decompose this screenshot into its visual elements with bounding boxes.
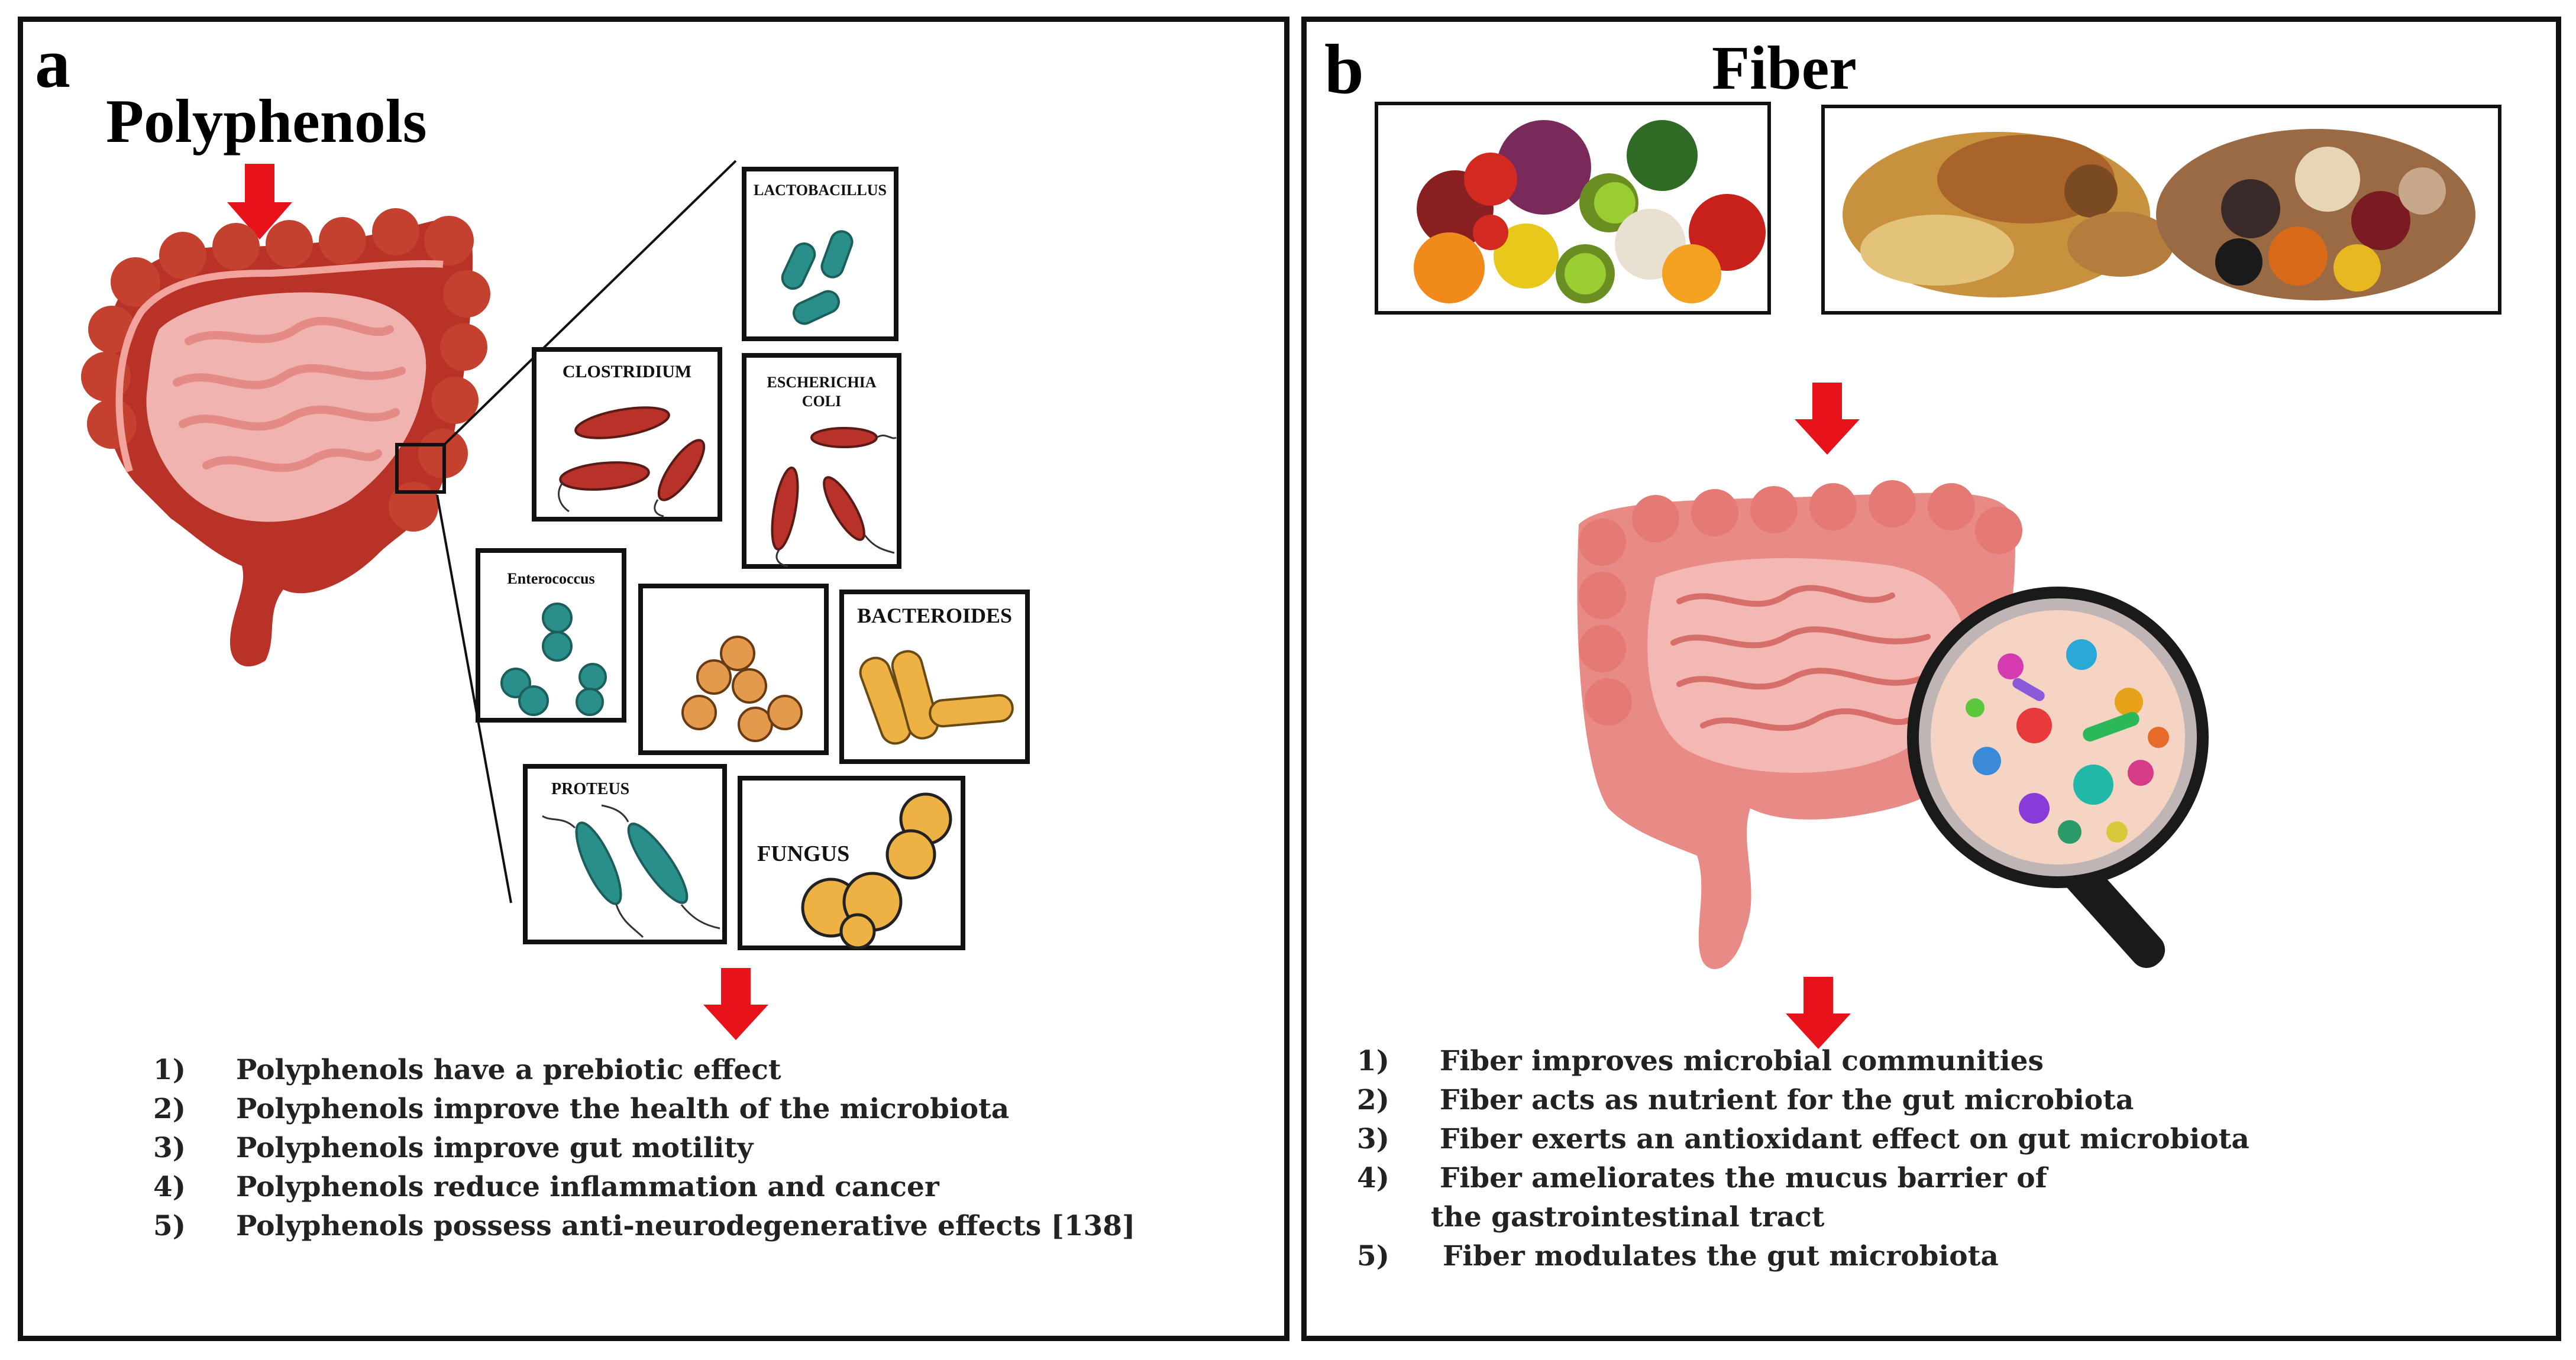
panel-polyphenols: a Polyphenols bbox=[18, 17, 1289, 1341]
bacteroides-icon bbox=[859, 650, 1014, 745]
box-proteus: PROTEUS bbox=[523, 764, 727, 944]
escherichia-coli-icon bbox=[771, 427, 897, 568]
label-bacteroides: BACTEROIDES bbox=[856, 604, 1013, 627]
grains-icon bbox=[1843, 129, 2475, 300]
label-enterococcus: Enterococcus bbox=[507, 570, 595, 587]
polyphenols-title: Polyphenols bbox=[106, 86, 427, 156]
box-bacteroides: BACTEROIDES bbox=[839, 590, 1030, 764]
down-arrow-icon bbox=[703, 968, 768, 1040]
fungus-icon bbox=[801, 792, 952, 950]
box-clostridium: CLOSTRIDIUM bbox=[532, 347, 722, 522]
box-lactobacillus: LACTOBACILLUS bbox=[742, 167, 898, 341]
down-arrow-icon bbox=[1795, 383, 1860, 455]
panel-letter-a: a bbox=[35, 24, 70, 102]
fruits-vegetables-image bbox=[1375, 102, 1771, 315]
down-arrow-icon bbox=[1786, 977, 1851, 1049]
zoom-lines bbox=[436, 160, 737, 904]
label-fungus: FUNGUS bbox=[757, 841, 850, 866]
down-arrow-icon bbox=[227, 164, 292, 239]
grains-legumes-image bbox=[1821, 105, 2501, 315]
panel-fiber: b Fiber bbox=[1301, 17, 2561, 1341]
intestine-magnifier-illustration bbox=[1577, 480, 2209, 969]
fiber-title: Fiber bbox=[1712, 33, 1857, 102]
label-proteus: PROTEUS bbox=[551, 780, 630, 798]
lactobacillus-icon bbox=[781, 230, 854, 325]
panel-letter-b: b bbox=[1324, 30, 1364, 108]
box-enterococcus: Enterococcus bbox=[476, 548, 626, 723]
label-clostridium: CLOSTRIDIUM bbox=[562, 362, 692, 381]
staphylococus-icon bbox=[681, 636, 803, 742]
label-lactobacillus: LACTOBACILLUS bbox=[754, 182, 887, 199]
clostridium-icon bbox=[558, 406, 706, 517]
box-staphylococus bbox=[638, 584, 829, 755]
intestine-illustration bbox=[81, 208, 490, 666]
box-escherichia-coli: ESCHERICHIA COLI bbox=[742, 353, 901, 569]
proteus-icon bbox=[542, 804, 720, 938]
fruits-icon bbox=[1414, 120, 1766, 303]
enterococcus-icon bbox=[500, 603, 607, 716]
box-fungus: FUNGUS bbox=[738, 776, 965, 950]
label-escherichia-line1: ESCHERICHIA bbox=[767, 374, 877, 391]
label-escherichia-line2: COLI bbox=[801, 393, 842, 410]
